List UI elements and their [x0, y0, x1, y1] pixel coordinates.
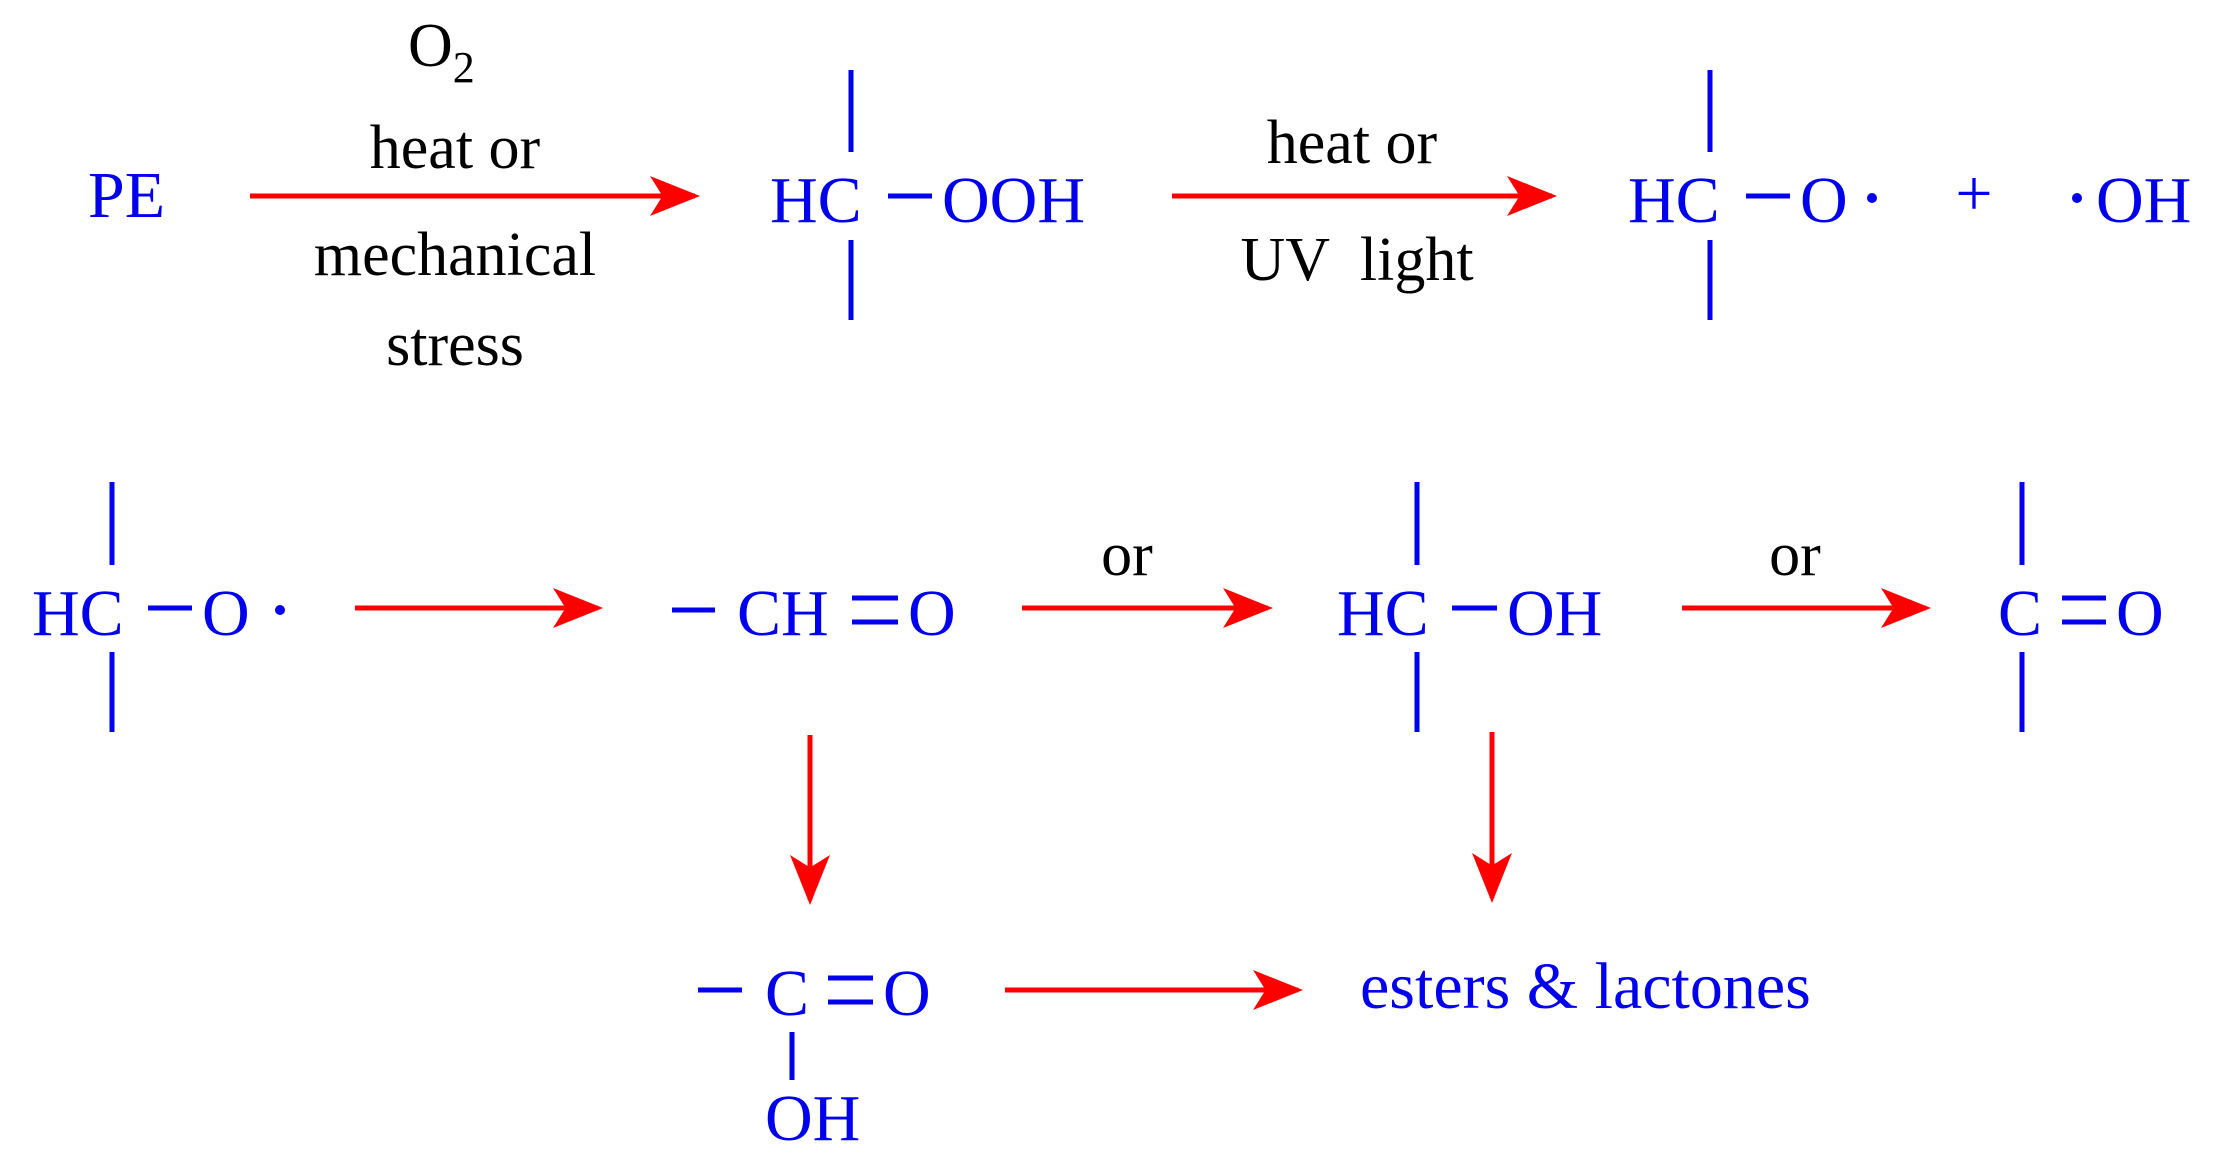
alkoxy-radical-row1: HC O [1628, 70, 1877, 320]
step2-condition-line1: heat or [1267, 109, 1438, 177]
ketone-oxygen: O [2116, 577, 2164, 650]
ketone: C O [1998, 482, 2164, 732]
products-esters-lactones: esters & lactones [1360, 950, 1811, 1023]
acid-carbon: C [765, 957, 809, 1030]
plus-sign: + [1955, 157, 1992, 230]
hydroperoxide-group: OOH [942, 164, 1085, 237]
or-label-2: or [1769, 521, 1821, 589]
step2-condition-line2: UV light [1240, 226, 1473, 294]
reactant-pe: PE [88, 159, 165, 232]
alkoxy-oxygen: O [202, 577, 250, 650]
alkoxy-radical-row2: HC O [32, 482, 285, 732]
alcohol: HC OH [1337, 482, 1602, 732]
carboxylic-acid: C O OH [698, 957, 931, 1155]
alkoxy-carbon: HC [1628, 164, 1720, 237]
step1-condition-line2: mechanical [314, 221, 596, 289]
or-label-1: or [1101, 521, 1153, 589]
hydroperoxide-carbon: HC [770, 164, 862, 237]
step1-condition-line1: heat or [370, 114, 541, 182]
step1-condition-line3: stress [386, 311, 524, 379]
alkoxy-carbon: HC [32, 577, 124, 650]
radical-dot [1867, 193, 1877, 203]
acid-hydroxyl: OH [765, 1082, 860, 1155]
o2-subscript: 2 [453, 43, 475, 92]
hydroperoxide: HC OOH [770, 70, 1085, 320]
o2-label: O [408, 12, 453, 80]
hydroxyl-label: OH [2096, 164, 2191, 237]
acid-oxygen: O [883, 957, 931, 1030]
radical-dot [275, 605, 285, 615]
alcohol-group: OH [1507, 577, 1602, 650]
aldehyde: CH O [672, 577, 956, 650]
step1-o2: O2 [408, 12, 475, 92]
aldehyde-oxygen: O [908, 577, 956, 650]
ketone-carbon: C [1998, 577, 2042, 650]
alcohol-carbon: HC [1337, 577, 1429, 650]
radical-dot [2072, 193, 2082, 203]
hydroxyl-radical: OH [2072, 164, 2191, 237]
alkoxy-oxygen: O [1800, 164, 1848, 237]
aldehyde-carbon: CH [737, 577, 829, 650]
